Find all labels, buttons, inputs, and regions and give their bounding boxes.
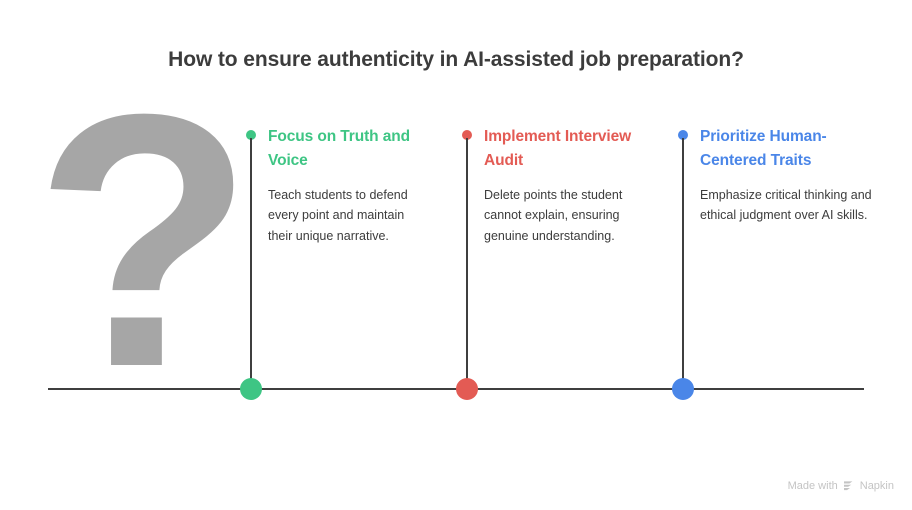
timeline-connector-1	[250, 138, 252, 388]
timeline-body-1: Teach students to defend every point and…	[268, 188, 408, 243]
timeline-marker-bottom-2	[456, 378, 478, 400]
timeline-marker-top-1	[246, 130, 256, 140]
timeline-column-3: Prioritize Human-Centered Traits Emphasi…	[700, 125, 872, 226]
watermark-prefix: Made with	[787, 480, 838, 492]
timeline-heading-3: Prioritize Human-Centered Traits	[700, 128, 827, 170]
watermark-brand: Napkin	[859, 480, 894, 492]
timeline-connector-2	[466, 138, 468, 388]
timeline-heading-1: Focus on Truth and Voice	[268, 128, 410, 170]
timeline-body-3: Emphasize critical thinking and ethical …	[700, 188, 872, 223]
napkin-logo-icon	[843, 480, 855, 492]
timeline-column-2: Implement Interview Audit Delete points …	[484, 125, 644, 246]
timeline-marker-bottom-1	[240, 378, 262, 400]
timeline-marker-top-2	[462, 130, 472, 140]
timeline-column-1: Focus on Truth and Voice Teach students …	[268, 125, 428, 246]
question-mark-icon: ?	[34, 40, 254, 442]
timeline-marker-bottom-3	[672, 378, 694, 400]
page-title: How to ensure authenticity in AI-assiste…	[168, 48, 744, 71]
timeline-heading-2: Implement Interview Audit	[484, 128, 632, 170]
timeline-marker-top-3	[678, 130, 688, 140]
watermark: Made with Napkin	[788, 480, 894, 492]
timeline-connector-3	[682, 138, 684, 388]
timeline-body-2: Delete points the student cannot explain…	[484, 188, 623, 243]
